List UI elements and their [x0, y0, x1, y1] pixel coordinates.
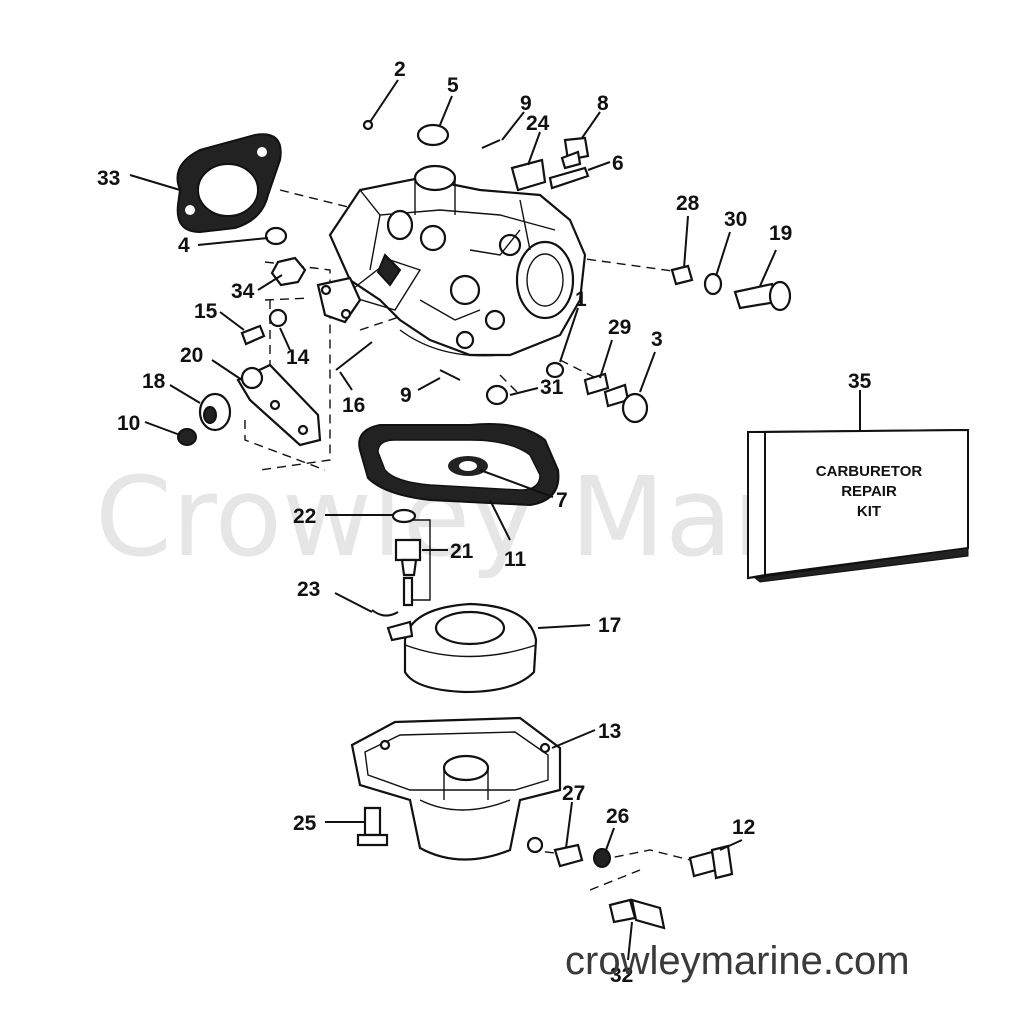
leader-lines: [129, 79, 861, 961]
part-2-ball: [362, 119, 374, 131]
callout-5: 5: [447, 74, 459, 97]
callout-32: 32: [610, 964, 633, 987]
callout-31: 31: [540, 376, 564, 399]
part-26-washer: [593, 848, 611, 868]
callout-13: 13: [598, 720, 621, 743]
part-32-fuel-fitting: [608, 898, 666, 930]
part-23-hinge-pin: [371, 609, 399, 617]
part-27-spring: [553, 843, 584, 868]
carburetor-repair-kit-box: 35 CARBURETOR REPAIR KIT: [747, 370, 969, 583]
part-15-screw: [240, 324, 266, 346]
part-3-screw: [603, 383, 649, 424]
part-25-screw: [356, 806, 389, 847]
callout-34: 34: [231, 280, 255, 303]
callout-8: 8: [597, 92, 609, 115]
callout-7: 7: [556, 489, 568, 512]
part-17-float: [386, 602, 538, 694]
callout-6: 6: [612, 152, 624, 175]
part-20-throttle-lever: [236, 363, 322, 447]
callout-10: 10: [117, 412, 140, 435]
callout-33: 33: [97, 167, 120, 190]
callout-30: 30: [724, 208, 747, 231]
part-10-washer: [177, 428, 197, 446]
part-14-washer: [268, 308, 288, 328]
callout-17: 17: [598, 614, 621, 637]
callout-29: 29: [608, 316, 631, 339]
callout-23: 23: [297, 578, 320, 601]
kit-label-line3: KIT: [857, 503, 881, 520]
part-34-nut: [270, 256, 307, 287]
callout-20: 20: [180, 344, 203, 367]
part-22-clip: [391, 508, 417, 524]
callout-9-lower: 9: [400, 384, 412, 407]
callout-26: 26: [606, 805, 629, 828]
callout-16: 16: [342, 394, 365, 417]
part-1-o-ring: [545, 361, 565, 379]
callout-24: 24: [526, 112, 550, 135]
part-13-float-bowl: [350, 716, 562, 861]
part-16-pin: [335, 341, 373, 371]
part-21-needle-seat: [394, 519, 431, 607]
part-4-plug: [264, 226, 288, 246]
website-url[interactable]: crowleymarine.com: [565, 939, 910, 983]
callout-9-top: 9: [520, 92, 532, 115]
part-30-washer: [703, 272, 723, 296]
part-6-needle: [548, 166, 590, 190]
carburetor-body: [328, 164, 587, 357]
callout-3: 3: [651, 328, 663, 351]
part-12-drain-plug: [688, 844, 734, 880]
callout-12: 12: [732, 816, 755, 839]
part-number-callouts: 2 5 9 24 8 6 33 4 34 15 14 20 18 10 16 9…: [97, 58, 792, 987]
part-9-pin-lower: [439, 369, 461, 381]
throttle-shaft-plate: [316, 276, 362, 324]
callout-27: 27: [562, 782, 585, 805]
part-18-bushing: [198, 392, 232, 432]
callout-18: 18: [142, 370, 166, 393]
kit-label-line1: CARBURETOR: [816, 463, 923, 480]
callout-1: 1: [575, 288, 587, 311]
kit-label-line2: REPAIR: [841, 483, 897, 500]
part-28-plug: [670, 264, 694, 286]
part-5-welch-plug: [416, 123, 450, 147]
part-9-pin-top: [481, 139, 501, 149]
part-24-bracket: [510, 158, 547, 192]
part-29-spring: [583, 372, 610, 396]
callout-21: 21: [450, 540, 474, 563]
callout-14: 14: [286, 346, 310, 369]
callout-15: 15: [194, 300, 218, 323]
callout-25: 25: [293, 812, 317, 835]
callout-4: 4: [178, 234, 190, 257]
callout-22: 22: [293, 505, 316, 528]
callout-28: 28: [676, 192, 700, 215]
callout-11: 11: [504, 548, 527, 571]
part-31-washer: [485, 384, 509, 406]
part-8-screw: [560, 136, 590, 170]
callout-35: 35: [848, 370, 872, 393]
callout-19: 19: [769, 222, 792, 245]
part-33-flange-gasket: [176, 133, 282, 234]
part-19-screw: [733, 280, 792, 312]
callout-2: 2: [394, 58, 406, 81]
